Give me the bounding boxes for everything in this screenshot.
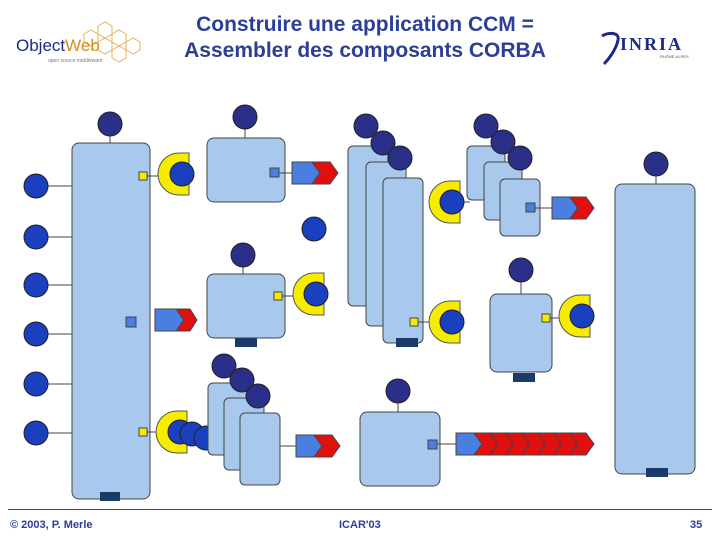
component-top-middle (206, 104, 339, 203)
objectweb-logo: ObjectWeb open source middleware (8, 18, 148, 73)
objectweb-wordmark: ObjectWeb (16, 36, 100, 56)
footer-page-number: 35 (690, 519, 703, 531)
inria-swoosh-icon (601, 31, 620, 66)
component-stack-centre (347, 113, 465, 347)
facet-connector-2 (147, 410, 219, 454)
component-bottom-centre (359, 378, 595, 487)
facet-connector-3 (428, 180, 470, 224)
event-source-1 (154, 308, 198, 332)
footer-divider (8, 509, 712, 510)
loose-port (301, 216, 327, 242)
left-receptacle-ports (23, 173, 72, 446)
inria-logo: INRIA RHÔNE-ALPES (598, 30, 708, 70)
component-stack-bottom (207, 353, 341, 486)
objectweb-name-accent: Web (65, 36, 100, 55)
assembly-component-right (614, 151, 696, 477)
component-stack-top-right (466, 113, 595, 237)
slide-title: Construire une application CCM = Assembl… (140, 12, 590, 64)
objectweb-subtitle: open source middleware (48, 58, 103, 64)
slide-title-line-1: Construire une application CCM = (196, 13, 534, 36)
slide-title-line-2: Assembler des composants CORBA (184, 39, 546, 62)
component-right-middle (489, 257, 595, 382)
inria-wordmark: INRIA (620, 34, 684, 54)
footer-event: ICAR'03 (339, 519, 381, 531)
footer-copyright: © 2003, P. Merle (10, 519, 93, 531)
facet-connector-1 (147, 152, 195, 196)
objectweb-name: Object (16, 36, 66, 55)
event-channel-chain (473, 432, 595, 456)
inria-subtitle: RHÔNE-ALPES (660, 54, 689, 59)
component-middle (206, 242, 329, 347)
objectweb-hexagon-icon (83, 21, 141, 63)
component-port (97, 111, 123, 137)
assembly-component-left (23, 111, 151, 501)
